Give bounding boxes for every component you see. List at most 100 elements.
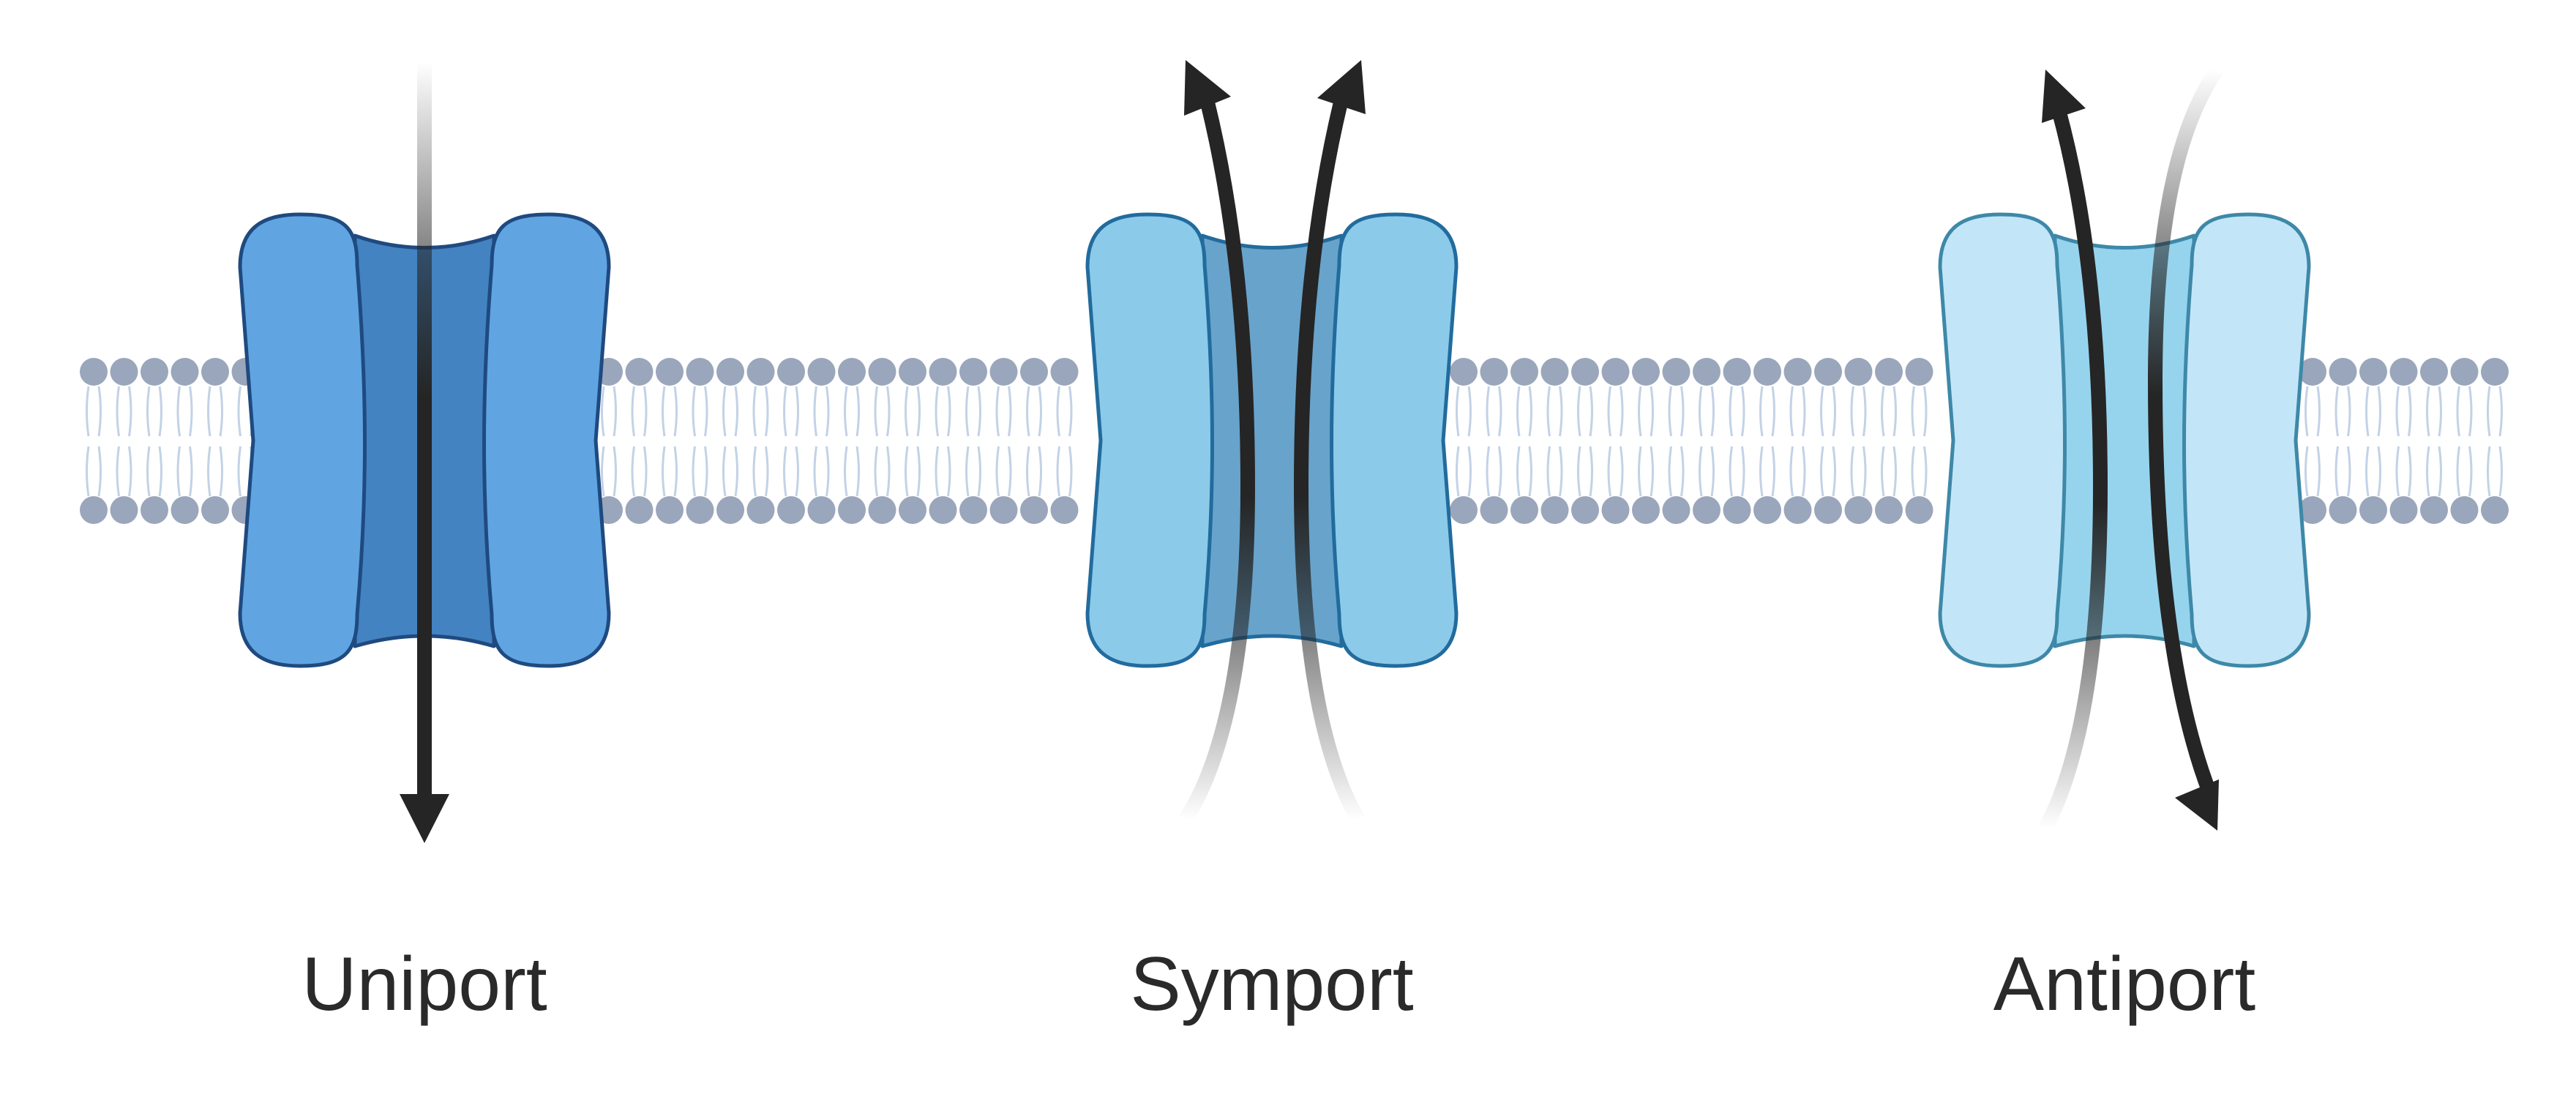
protein-channel <box>2053 233 2196 648</box>
lipid-head <box>1753 496 1781 524</box>
lipid-head <box>2389 358 2418 386</box>
lipid-head <box>141 496 168 524</box>
lipid-head <box>171 496 199 524</box>
lipid-tail <box>783 386 799 497</box>
lipid-head <box>2329 496 2357 524</box>
lipid-tail <box>813 386 830 497</box>
membrane-segment-left <box>80 358 260 524</box>
lipid-head <box>838 358 866 386</box>
lipid-head <box>777 358 805 386</box>
lipid-tail <box>1881 386 1897 497</box>
protein-subunit-left <box>1938 212 2067 668</box>
lipid-head <box>959 358 987 386</box>
lipid-head <box>201 496 229 524</box>
lipid-head <box>1050 358 1079 386</box>
lipid-head <box>929 496 957 524</box>
lipid-head <box>1540 496 1569 524</box>
protein-subunit-right <box>2182 212 2311 668</box>
symport-arrow-head-left-icon <box>1184 60 1231 116</box>
lipid-tail <box>1759 386 1775 497</box>
lipid-head <box>1020 496 1048 524</box>
lipid-bilayer <box>80 358 2509 524</box>
transporter-antiport <box>1938 212 2311 668</box>
lipid-head <box>1693 496 1721 524</box>
lipid-tail <box>2334 386 2351 497</box>
protein-subunit-left <box>238 212 367 668</box>
lipid-head <box>1844 358 1873 386</box>
lipid-tail <box>1577 386 1593 497</box>
transporter-symport <box>1085 212 1459 668</box>
lipid-head <box>899 358 926 386</box>
lipid-head <box>686 358 714 386</box>
lipid-tail <box>1699 386 1715 497</box>
lipid-head <box>1450 496 1478 524</box>
lipid-tail <box>692 386 708 497</box>
protein-subunit-right <box>482 212 611 668</box>
lipid-tail <box>905 386 921 497</box>
symport-arrow-shaft-right <box>1293 100 1365 823</box>
lipid-head <box>171 358 199 386</box>
lipid-head <box>110 358 138 386</box>
lipid-head <box>141 358 168 386</box>
lipid-tail <box>2456 386 2473 497</box>
lipid-head <box>1510 496 1538 524</box>
antiport-label: Antiport <box>1993 942 2256 1027</box>
lipid-head <box>1905 358 1933 386</box>
membrane-segment-right <box>2299 358 2509 524</box>
lipid-head <box>2359 496 2387 524</box>
uniport-arrow-down <box>400 62 449 843</box>
lipid-tail <box>1607 386 1624 497</box>
antiport-arrow-head-down-icon <box>2175 779 2219 831</box>
lipid-tail <box>844 386 860 497</box>
lipid-tail <box>1546 386 1563 497</box>
lipid-head <box>1693 358 1721 386</box>
lipid-head <box>656 358 684 386</box>
lipid-head <box>1020 358 1048 386</box>
lipid-head <box>2420 358 2448 386</box>
lipid-head <box>2299 358 2326 386</box>
lipid-head <box>1632 496 1660 524</box>
antiport-arrow-shaft-down <box>2147 65 2224 797</box>
lipid-head <box>625 358 654 386</box>
lipid-tail <box>1820 386 1836 497</box>
lipid-tail <box>2365 386 2381 497</box>
lipid-head <box>1814 358 1842 386</box>
lipid-tail <box>2487 386 2503 497</box>
lipid-head <box>1905 496 1933 524</box>
lipid-head <box>1814 496 1842 524</box>
lipid-head <box>2420 496 2448 524</box>
lipid-head <box>899 496 926 524</box>
lipid-tail <box>631 386 648 497</box>
lipid-tail <box>207 386 223 497</box>
lipid-head <box>1540 358 1569 386</box>
lipid-tail <box>995 386 1012 497</box>
lipid-head <box>686 496 714 524</box>
symport-arrows-up <box>1179 60 1366 824</box>
lipid-head <box>838 496 866 524</box>
lipid-tail <box>1668 386 1685 497</box>
symport-arrow-head-right-icon <box>1317 60 1366 114</box>
lipid-head <box>868 358 896 386</box>
lipid-head <box>1450 358 1478 386</box>
lipid-tail <box>601 386 617 497</box>
lipid-head <box>2389 496 2418 524</box>
lipid-tail <box>1056 386 1073 497</box>
lipid-tail <box>1456 386 1472 497</box>
lipid-head <box>716 358 744 386</box>
lipid-head <box>201 358 229 386</box>
lipid-head <box>1783 358 1812 386</box>
lipid-head <box>1723 496 1751 524</box>
lipid-tail <box>86 386 102 497</box>
lipid-head <box>2299 496 2326 524</box>
lipid-head <box>80 358 108 386</box>
lipid-head <box>807 358 836 386</box>
lipid-tail <box>722 386 738 497</box>
lipid-head <box>746 496 775 524</box>
lipid-tail <box>2426 386 2442 497</box>
lipid-head <box>1783 496 1812 524</box>
lipid-tail <box>1026 386 1042 497</box>
lipid-tail <box>1638 386 1654 497</box>
lipid-tail <box>935 386 951 497</box>
lipid-head <box>80 496 108 524</box>
lipid-head <box>868 496 896 524</box>
